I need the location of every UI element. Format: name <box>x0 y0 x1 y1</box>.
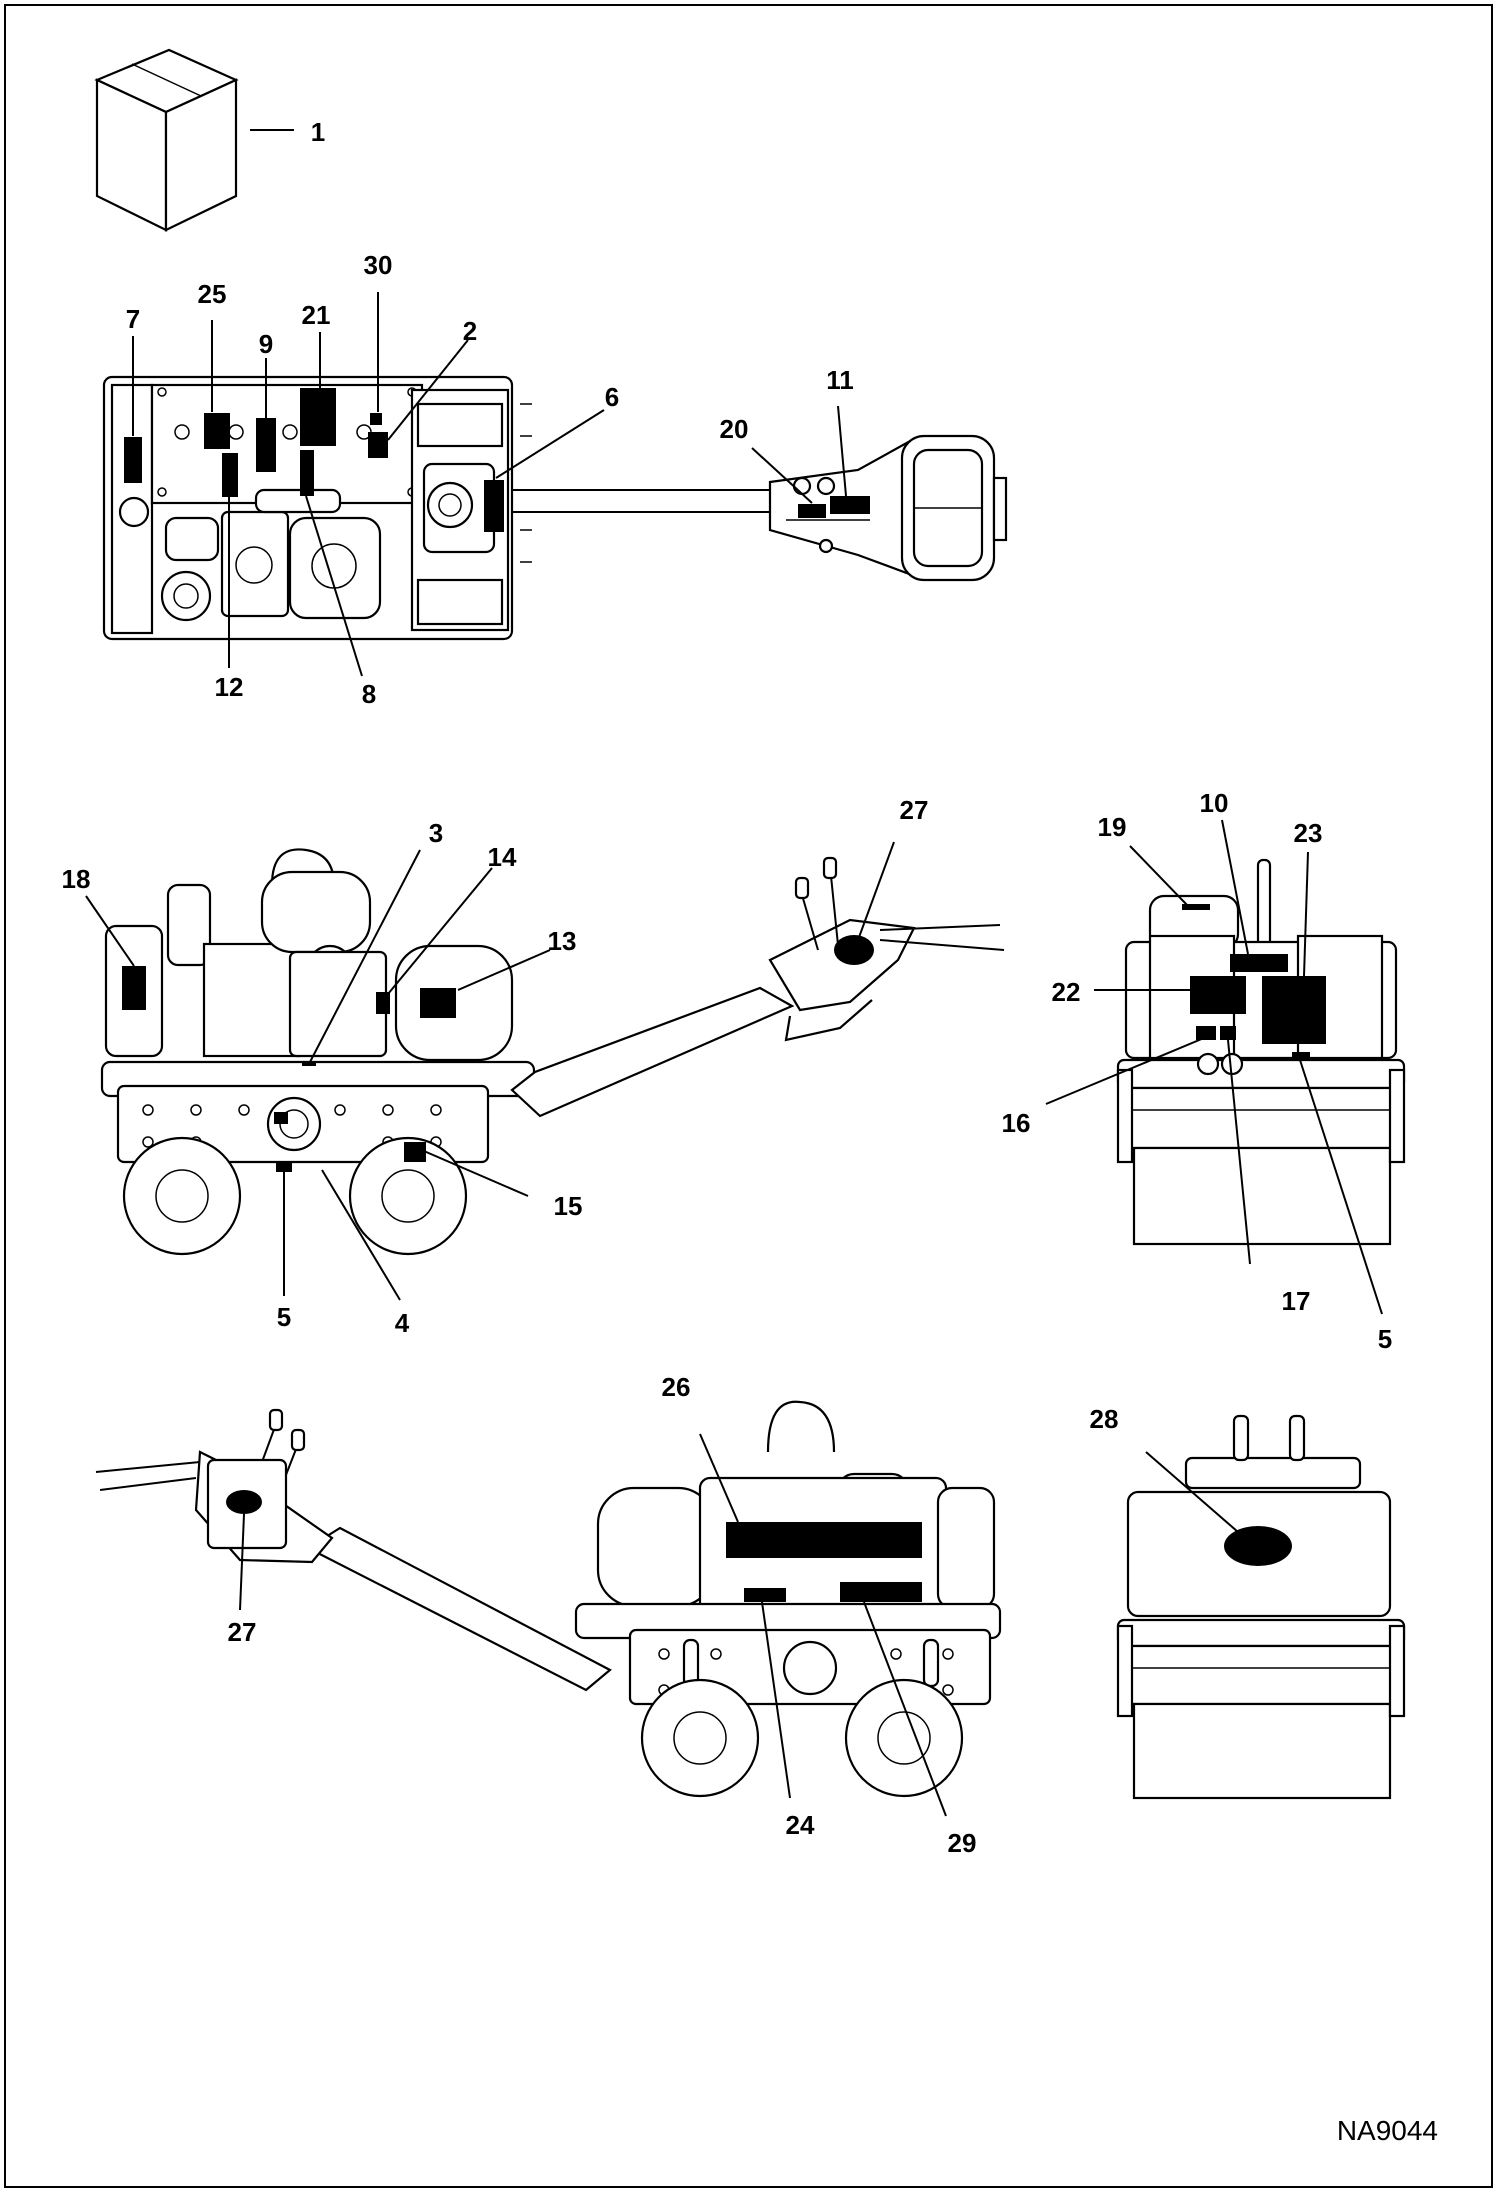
decal-kit-box <box>94 48 239 232</box>
callout-8: 8 <box>362 679 376 709</box>
callout-10: 10 <box>1200 788 1229 818</box>
callout-5-left: 5 <box>277 1302 291 1332</box>
callout-11: 11 <box>826 365 854 395</box>
callout-26: 26 <box>662 1372 691 1402</box>
callout-24: 24 <box>786 1810 815 1840</box>
top-view <box>102 375 1008 641</box>
callout-9: 9 <box>259 329 273 359</box>
callout-27-right: 27 <box>228 1617 257 1647</box>
callout-3: 3 <box>429 818 443 848</box>
decals <box>122 388 1326 1602</box>
callout-12: 12 <box>215 672 244 702</box>
callout-2: 2 <box>463 316 477 346</box>
callout-30: 30 <box>364 250 393 280</box>
callout-5-rear: 5 <box>1378 1324 1392 1354</box>
callout-6: 6 <box>605 382 619 412</box>
left-side-view <box>100 848 1005 1256</box>
callout-labels: 1 2 3 4 5 5 6 7 8 9 10 11 12 13 14 15 16… <box>62 117 1393 1858</box>
callout-13: 13 <box>548 926 577 956</box>
callout-27-left: 27 <box>900 795 929 825</box>
callout-19: 19 <box>1098 812 1127 842</box>
callout-20: 20 <box>720 414 749 444</box>
callout-28: 28 <box>1090 1404 1119 1434</box>
rear-view <box>1116 858 1406 1246</box>
callout-23: 23 <box>1294 818 1323 848</box>
callout-29: 29 <box>948 1828 977 1858</box>
callout-21: 21 <box>302 300 331 330</box>
callout-18: 18 <box>62 864 91 894</box>
callout-22: 22 <box>1052 977 1081 1007</box>
leader-lines <box>85 129 1383 1817</box>
drawing-code: NA9044 <box>1337 2115 1438 2146</box>
front-view <box>1116 1414 1406 1800</box>
callout-4: 4 <box>395 1308 410 1338</box>
callout-14: 14 <box>488 842 517 872</box>
callout-1: 1 <box>311 117 325 147</box>
callout-7: 7 <box>126 304 140 334</box>
callout-17: 17 <box>1282 1286 1311 1316</box>
callout-15: 15 <box>554 1191 583 1221</box>
callout-25: 25 <box>198 279 227 309</box>
callout-16: 16 <box>1002 1108 1031 1138</box>
